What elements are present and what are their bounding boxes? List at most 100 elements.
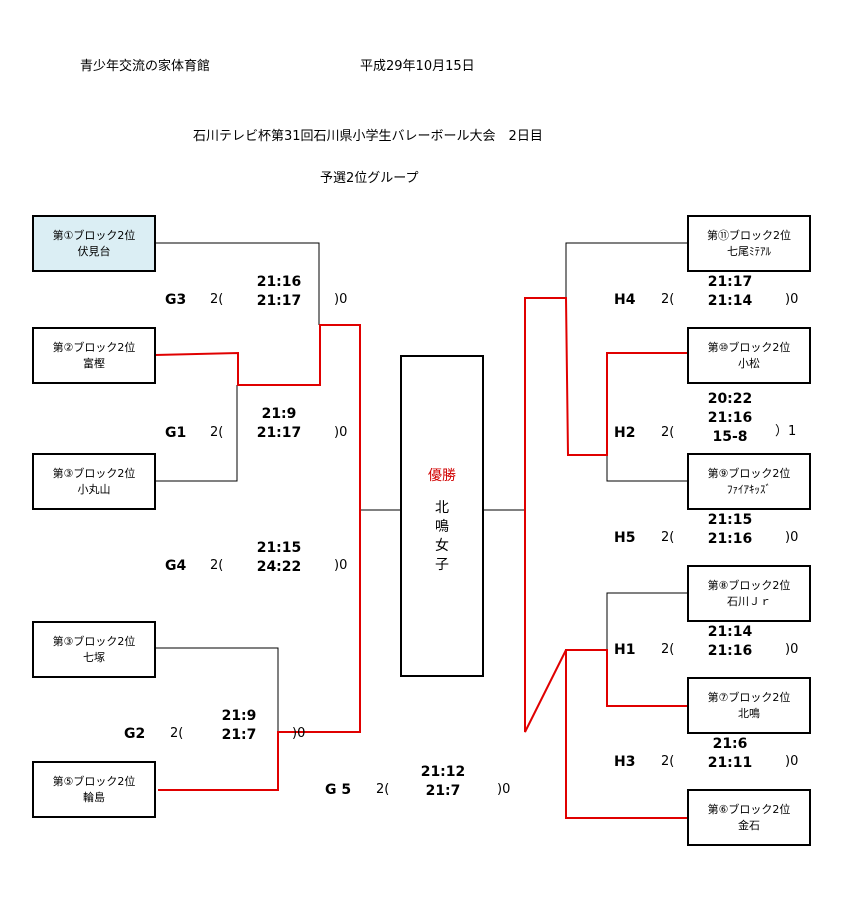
team-rank: 第②ブロック2位 (52, 340, 136, 354)
champion-name-char: 鳴 (435, 519, 449, 535)
team-rank: 第⑥ブロック2位 (707, 802, 791, 816)
set-score: 21:16 (707, 410, 753, 426)
match-wins-g2: 2( (170, 726, 184, 741)
match-label-g5: G 5 (325, 782, 352, 798)
champion-box: 優勝 北 鳴 女 子 (400, 355, 484, 677)
set-score: 21:11 (707, 755, 753, 771)
match-label-g3: G3 (165, 292, 187, 308)
set-score: 21:7 (221, 727, 257, 743)
match-scores-g1: 21:9 21:17 (250, 405, 308, 443)
team-name: 富樫 (83, 356, 105, 370)
team-name: 石川Ｊｒ (727, 594, 771, 608)
team-box-wajima: 第⑤ブロック2位 輪島 (32, 761, 156, 818)
match-label-h3: H3 (614, 754, 636, 770)
set-score: 21:14 (707, 624, 753, 640)
team-rank: 第③ブロック2位 (52, 634, 136, 648)
champion-name-char: 女 (435, 538, 449, 554)
set-score: 21:9 (221, 708, 257, 724)
set-score: 21:12 (420, 764, 466, 780)
team-rank: 第⑤ブロック2位 (52, 774, 136, 788)
match-scores-g4: 21:15 24:22 (250, 539, 308, 577)
set-score: 21:16 (707, 643, 753, 659)
match-losses-g1: )0 (334, 425, 348, 440)
team-box-fushimidai: 第①ブロック2位 伏見台 (32, 215, 156, 272)
match-wins-g1: 2( (210, 425, 224, 440)
match-wins-h2: 2( (661, 425, 675, 440)
champion-name-char: 北 (435, 500, 449, 516)
team-box-fire: 第⑨ブロック2位 ﾌｧｲｱｷｯｽﾞ (687, 453, 811, 510)
team-rank: 第③ブロック2位 (52, 466, 136, 480)
team-rank: 第⑨ブロック2位 (707, 466, 791, 480)
match-losses-g4: )0 (334, 558, 348, 573)
venue-text: 青少年交流の家体育館 (80, 59, 211, 74)
match-losses-g5: )0 (497, 782, 511, 797)
match-label-h5: H5 (614, 530, 636, 546)
set-score: 21:16 (256, 274, 302, 290)
match-label-g4: G4 (165, 558, 187, 574)
team-name: 小丸山 (77, 482, 111, 496)
match-losses-h4: )0 (785, 292, 799, 307)
match-scores-h2: 20:22 21:16 15-8 (701, 390, 759, 447)
team-name: 輪島 (83, 790, 105, 804)
set-score: 21:15 (707, 512, 753, 528)
set-score: 21:14 (707, 293, 753, 309)
team-rank: 第①ブロック2位 (52, 228, 136, 242)
team-box-tomigashi: 第②ブロック2位 富樫 (32, 327, 156, 384)
tournament-title: 石川テレビ杯第31回石川県小学生バレーボール大会 2日目 (193, 129, 543, 144)
match-wins-h3: 2( (661, 754, 675, 769)
match-label-h4: H4 (614, 292, 636, 308)
match-losses-h3: )0 (785, 754, 799, 769)
set-score: 21:17 (256, 425, 302, 441)
match-wins-h1: 2( (661, 642, 675, 657)
team-box-ishikawa: 第⑧ブロック2位 石川Ｊｒ (687, 565, 811, 622)
match-wins-g4: 2( (210, 558, 224, 573)
team-name: 金石 (738, 818, 760, 832)
match-scores-h5: 21:15 21:16 (701, 511, 759, 549)
match-losses-h2: ）1 (775, 424, 797, 439)
team-rank: 第⑪ブロック2位 (707, 228, 791, 242)
team-box-shichizuka: 第③ブロック2位 七塚 (32, 621, 156, 678)
match-losses-g3: )0 (334, 292, 348, 307)
match-scores-h3: 21:6 21:11 (701, 735, 759, 773)
match-losses-g2: )0 (292, 726, 306, 741)
team-name: 小松 (738, 356, 760, 370)
set-score: 24:22 (256, 559, 302, 575)
team-box-hokumei: 第⑦ブロック2位 北鳴 (687, 677, 811, 734)
team-box-kanaiwa: 第⑥ブロック2位 金石 (687, 789, 811, 846)
champion-name: 北 鳴 女 子 (402, 499, 482, 575)
match-label-g1: G1 (165, 425, 187, 441)
team-name: 七塚 (83, 650, 105, 664)
set-score: 21:15 (256, 540, 302, 556)
date-text: 平成29年10月15日 (360, 59, 475, 74)
set-score: 21:17 (256, 293, 302, 309)
group-subtitle: 予選2位グループ (320, 171, 419, 186)
set-score: 15-8 (712, 429, 748, 445)
champion-name-char: 子 (435, 557, 449, 573)
team-name: ﾌｧｲｱｷｯｽﾞ (727, 482, 771, 496)
set-score: 21:9 (261, 406, 297, 422)
team-box-nanao: 第⑪ブロック2位 七尾ﾐﾃｱﾙ (687, 215, 811, 272)
team-box-komatsu: 第⑩ブロック2位 小松 (687, 327, 811, 384)
match-label-h2: H2 (614, 425, 636, 441)
match-wins-h4: 2( (661, 292, 675, 307)
match-scores-g2: 21:9 21:7 (210, 707, 268, 745)
match-scores-h4: 21:17 21:14 (701, 273, 759, 311)
match-wins-g5: 2( (376, 782, 390, 797)
match-label-g2: G2 (124, 726, 146, 742)
team-name: 北鳴 (738, 706, 760, 720)
team-name: 伏見台 (77, 244, 111, 258)
match-scores-h1: 21:14 21:16 (701, 623, 759, 661)
team-box-komaruyama: 第③ブロック2位 小丸山 (32, 453, 156, 510)
set-score: 21:6 (712, 736, 748, 752)
match-losses-h1: )0 (785, 642, 799, 657)
team-rank: 第⑩ブロック2位 (707, 340, 791, 354)
match-wins-h5: 2( (661, 530, 675, 545)
match-scores-g5: 21:12 21:7 (414, 763, 472, 801)
team-rank: 第⑦ブロック2位 (707, 690, 791, 704)
match-losses-h5: )0 (785, 530, 799, 545)
champion-title: 優勝 (428, 468, 456, 484)
set-score: 21:7 (425, 783, 461, 799)
set-score: 21:16 (707, 531, 753, 547)
match-wins-g3: 2( (210, 292, 224, 307)
